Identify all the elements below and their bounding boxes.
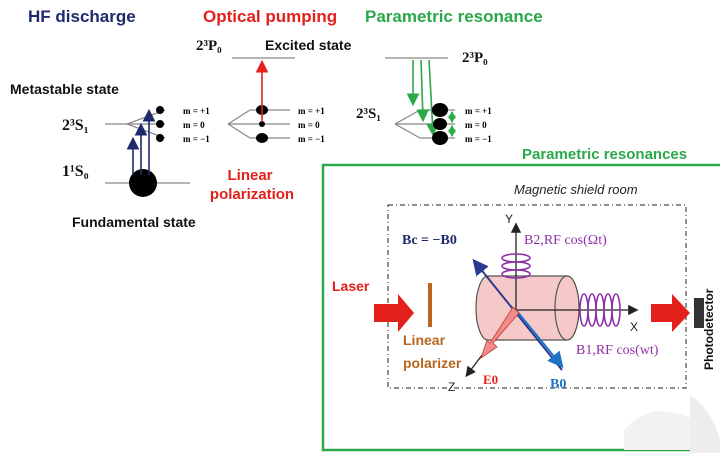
population-dot xyxy=(432,103,448,117)
polarizer-label-1: Linear xyxy=(403,332,446,348)
m-label-minus: m = −1 xyxy=(183,134,210,144)
output-beam-arrow xyxy=(651,294,690,332)
m-label-zero: m = 0 xyxy=(465,120,487,130)
magnetic-shield-label: Magnetic shield room xyxy=(514,182,638,197)
e0-vector xyxy=(480,306,520,360)
corner-decoration xyxy=(624,411,690,450)
laser-beam-arrow xyxy=(374,294,414,332)
header-optical-pumping: Optical pumping xyxy=(203,7,337,26)
laser-label: Laser xyxy=(332,278,370,294)
population-dot xyxy=(256,133,268,143)
excited-state-label: Excited state xyxy=(265,37,352,53)
m-label-plus: m = +1 xyxy=(465,106,492,116)
photodetector-label: Photodetector xyxy=(702,288,716,370)
axis-z-label: Z xyxy=(448,380,455,394)
m-label-plus: m = +1 xyxy=(183,106,210,116)
bc-label: Bc = −B0 xyxy=(402,233,457,248)
ground-population-dot xyxy=(129,169,157,197)
population-dot xyxy=(156,120,164,128)
b2rf-label: B2,RF cos(Ωt) xyxy=(524,233,607,248)
axis-x-label: X xyxy=(630,320,638,334)
box-title: Parametric resonances xyxy=(522,146,687,163)
photodetector xyxy=(694,298,704,328)
panel-parametric-resonance: 2³P₀ 2³S₁ m = +1 m = 0 m = −1 xyxy=(356,50,492,145)
parametric-resonances-box: Parametric resonances Magnetic shield ro… xyxy=(321,146,720,453)
m-label-plus: m = +1 xyxy=(298,106,325,116)
rf-coil-y xyxy=(501,253,531,279)
polarizer-label-2: polarizer xyxy=(403,355,462,371)
population-dot xyxy=(432,131,448,145)
box-frame xyxy=(321,163,720,452)
level-2p0-label: 2³P₀ xyxy=(196,38,222,54)
rf-coil-x xyxy=(579,293,621,327)
m-label-zero: m = 0 xyxy=(183,120,205,130)
level-2s1-label: 2³S₁ xyxy=(62,117,89,134)
population-dot xyxy=(156,134,164,142)
corner-decoration xyxy=(690,395,720,453)
decay-arrow xyxy=(426,59,439,137)
b0-vector xyxy=(515,309,564,369)
b0-label: B0 xyxy=(550,377,566,392)
fundamental-state-label: Fundamental state xyxy=(72,214,196,230)
m-label-minus: m = −1 xyxy=(298,134,325,144)
m-label-zero: m = 0 xyxy=(298,120,320,130)
b1rf-label: B1,RF cos(wt) xyxy=(576,343,659,358)
decay-arrow xyxy=(416,59,430,123)
panel-hf-discharge: Metastable state 2³S₁ m = +1 m = 0 m = −… xyxy=(10,81,210,230)
level-1s0-label: 1¹S₀ xyxy=(62,163,89,180)
polarizer-plate xyxy=(428,283,432,327)
level-2s1-label: 2³S₁ xyxy=(356,106,381,122)
m-label-minus: m = −1 xyxy=(465,134,492,144)
linear-polarization-label-1: Linear xyxy=(227,167,272,184)
e0-label: E0 xyxy=(483,372,498,387)
header-hf-discharge: HF discharge xyxy=(28,7,136,26)
panel-optical-pumping: 2³P₀ Excited state m = +1 m = 0 m = −1 L… xyxy=(196,37,352,203)
axis-y-label: Y xyxy=(505,212,513,226)
shield-room-frame xyxy=(387,204,687,389)
metastable-state-label: Metastable state xyxy=(10,81,119,97)
population-dot xyxy=(156,106,164,114)
population-dot xyxy=(433,118,447,130)
header-parametric-resonance: Parametric resonance xyxy=(365,7,543,26)
linear-polarization-label-2: polarization xyxy=(210,186,294,203)
population-dot xyxy=(259,121,265,127)
level-2p0-label: 2³P₀ xyxy=(462,50,488,66)
